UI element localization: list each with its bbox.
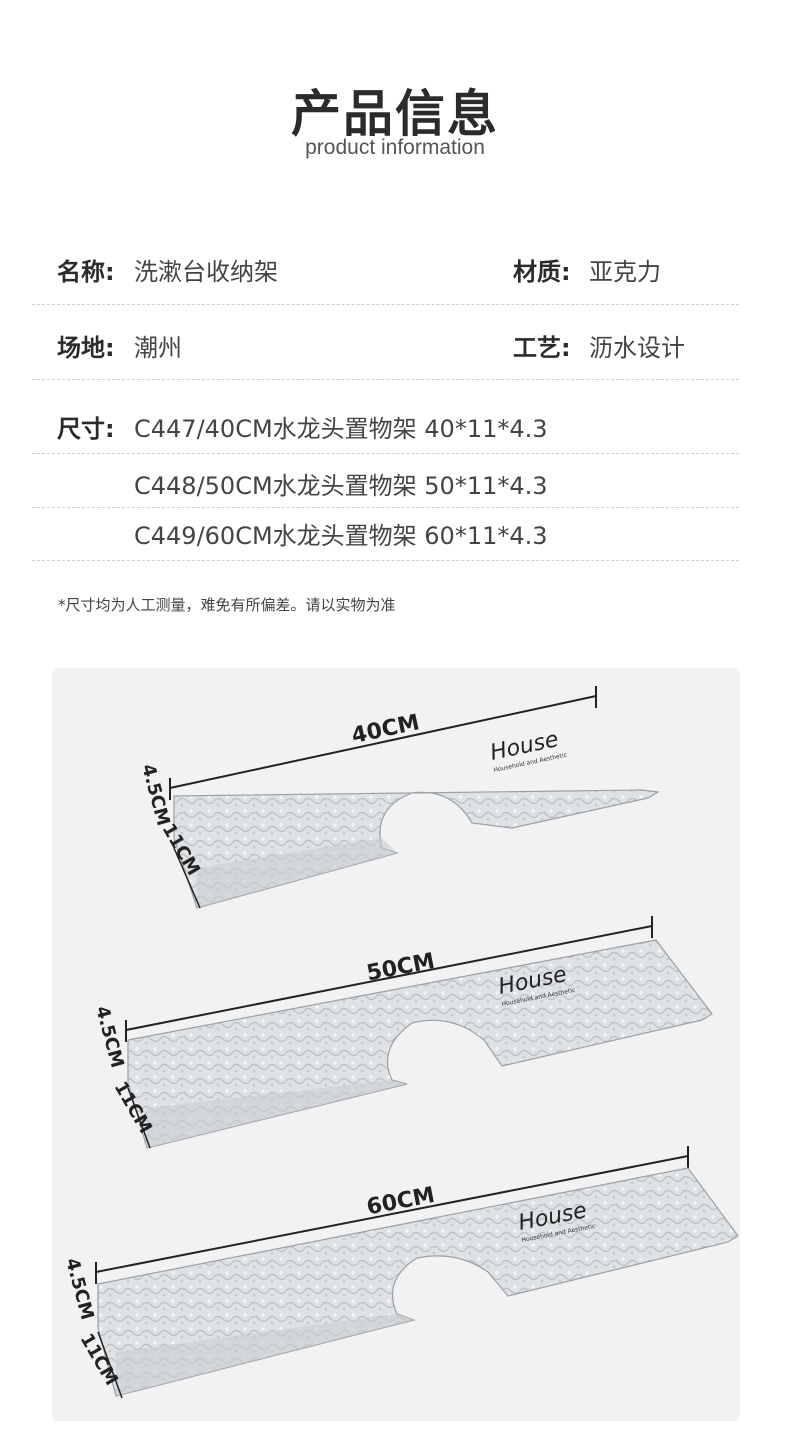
divider	[32, 304, 739, 305]
shelf-60cm: 60CM House Household and Aesthetic 4.5CM…	[61, 1146, 739, 1399]
shelf-tray	[197, 838, 397, 908]
height-label: 4.5CM	[61, 1256, 98, 1322]
page-title: 产品信息	[291, 85, 499, 143]
material-label: 材质:	[513, 258, 571, 286]
height-label: 4.5CM	[91, 1004, 128, 1070]
material-value: 亚克力	[589, 258, 661, 286]
measurement-note: *尺寸均为人工测量，难免有所偏差。请以实物为准	[58, 596, 396, 614]
depth-dimension-line	[97, 1331, 123, 1399]
divider	[32, 453, 739, 454]
size-value-60: C449/60CM水龙头置物架 60*11*4.3	[134, 522, 548, 550]
shelf-tray	[116, 1314, 414, 1396]
shelf-diagram: 40CM House Household and Aesthetic 4.5CM…	[61, 686, 739, 1399]
divider	[32, 507, 739, 508]
depth-dimension-line	[127, 1087, 151, 1149]
name-value: 洗漱台收纳架	[134, 258, 278, 286]
divider	[32, 560, 739, 561]
height-label: 4.5CM	[137, 762, 174, 828]
craft-value: 沥水设计	[589, 334, 685, 362]
product-dimension-photo: 40CM House Household and Aesthetic 4.5CM…	[52, 668, 740, 1421]
origin-label: 场地:	[57, 334, 115, 362]
length-dimension-line	[95, 1155, 689, 1273]
shelf-tray	[147, 1080, 407, 1148]
size-value-40: C447/40CM水龙头置物架 40*11*4.3	[134, 415, 548, 443]
length-dimension-line	[125, 925, 653, 1031]
shelf-40cm: 40CM House Household and Aesthetic 4.5CM…	[137, 686, 660, 909]
length-label: 60CM	[365, 1183, 437, 1221]
name-label: 名称:	[57, 258, 115, 286]
length-label: 40CM	[349, 710, 421, 749]
size-value-50: C448/50CM水龙头置物架 50*11*4.3	[134, 472, 548, 500]
craft-label: 工艺:	[513, 334, 571, 362]
length-label: 50CM	[365, 949, 437, 987]
depth-dimension-line	[173, 847, 201, 909]
origin-value: 潮州	[134, 334, 182, 362]
divider	[32, 379, 739, 380]
shelf-50cm: 50CM House Household and Aesthetic 4.5CM…	[91, 916, 713, 1149]
size-label: 尺寸:	[57, 415, 115, 443]
page-subtitle: product information	[305, 136, 485, 159]
length-dimension-line	[169, 695, 597, 789]
